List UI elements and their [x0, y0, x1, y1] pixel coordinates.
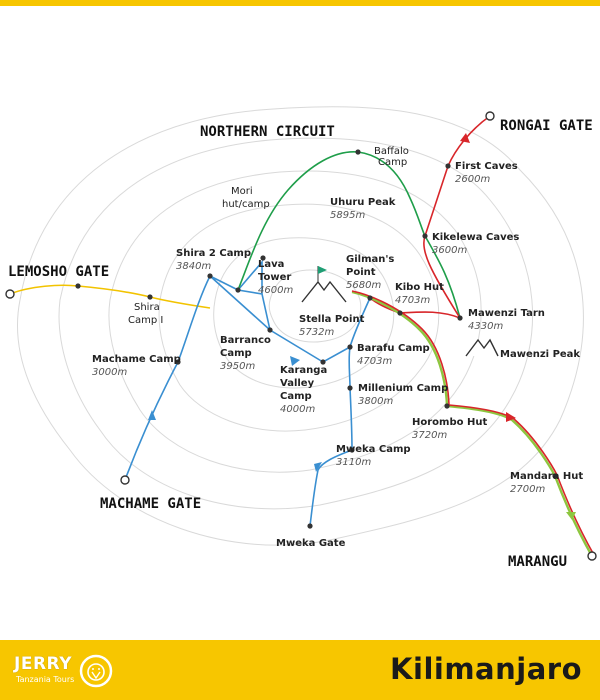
- shira1-label-2: Camp I: [128, 315, 163, 326]
- kibo-hut-alt: 4703m: [395, 295, 430, 306]
- contour-lines: [16, 106, 584, 546]
- barafu-alt: 4703m: [357, 356, 392, 367]
- millenium-label: Millenium Camp: [358, 383, 448, 394]
- footer-title: Kilimanjaro: [390, 652, 582, 686]
- rongai-gate-marker: [485, 111, 495, 121]
- footer-bar: JERRY Tanzania Tours Kilimanjaro: [0, 640, 600, 700]
- shira-network: [209, 259, 351, 363]
- marangu-route-red: [351, 290, 595, 556]
- mandara-label: Mandara Hut: [510, 471, 583, 482]
- marangu-route-green: [351, 290, 594, 557]
- direction-arrows: [148, 133, 576, 520]
- mweka-camp-label: Mweka Camp: [336, 444, 411, 455]
- brand-subtitle: Tanzania Tours: [16, 675, 75, 684]
- barranco-label-2: Camp: [220, 348, 252, 359]
- mawenzi-peak-label: Mawenzi Peak: [500, 349, 580, 360]
- karanga-alt: 4000m: [280, 404, 315, 415]
- barranco-label-1: Barranco: [220, 335, 271, 346]
- stella-point-label: Stella Point: [299, 314, 365, 325]
- mori-camp-label-1: Mori: [231, 186, 253, 197]
- route-map: NORTHERN CIRCUIT LEMOSHO GATE MACHAME GA…: [5, 106, 597, 570]
- mori-camp-label-2: hut/camp: [222, 199, 270, 210]
- mweka-gate-label: Mweka Gate: [276, 538, 346, 549]
- shira2-alt: 3840m: [176, 261, 211, 272]
- gilmans-point-label-2: Point: [346, 267, 376, 278]
- lava-tower-label-1: Lava: [258, 259, 284, 270]
- uhuru-peak-alt: 5895m: [330, 210, 365, 221]
- baffalo-camp-label-1: Baffalo: [374, 146, 409, 157]
- millenium-alt: 3800m: [358, 396, 393, 407]
- kikelewa-caves-label: Kikelewa Caves: [432, 232, 519, 243]
- descent-route: [309, 297, 371, 527]
- northern-circuit-title: NORTHERN CIRCUIT: [200, 124, 335, 140]
- machame-camp-alt: 3000m: [92, 367, 127, 378]
- machame-gate-label: MACHAME GATE: [100, 496, 201, 512]
- gilmans-point-alt: 5680m: [346, 280, 381, 291]
- horombo-label: Horombo Hut: [412, 417, 487, 428]
- uhuru-peak-label: Uhuru Peak: [330, 197, 396, 208]
- mawenzi-tarn-label: Mawenzi Tarn: [468, 308, 545, 319]
- gate-markers: [5, 111, 597, 561]
- mandara-alt: 2700m: [510, 484, 545, 495]
- lemosho-gate-marker: [5, 289, 15, 299]
- kikelewa-caves-alt: 3600m: [432, 245, 467, 256]
- mawenzi-peak-icon: [465, 338, 499, 357]
- mawenzi-tarn-alt: 4330m: [468, 321, 503, 332]
- uhuru-peak-icon: [301, 266, 347, 303]
- brand-name: JERRY: [14, 654, 72, 674]
- shira2-label: Shira 2 Camp: [176, 248, 251, 259]
- baffalo-camp-label-2: Camp: [378, 157, 407, 168]
- marangu-gate-marker: [587, 551, 597, 561]
- mweka-camp-alt: 3110m: [336, 457, 371, 468]
- stella-point-alt: 5732m: [299, 327, 334, 338]
- lemosho-route: [9, 284, 211, 309]
- northern-circuit-route: [237, 151, 461, 319]
- brand-logo[interactable]: JERRY Tanzania Tours: [14, 652, 124, 690]
- shira1-label-1: Shira: [134, 302, 160, 313]
- karanga-label-1: Karanga: [280, 365, 327, 376]
- lava-tower-label-2: Tower: [258, 272, 291, 283]
- machame-camp-label: Machame Camp: [92, 354, 181, 365]
- lion-icon: [79, 654, 113, 688]
- karanga-label-2: Valley: [280, 378, 315, 389]
- gilmans-point-label-1: Gilman's: [346, 254, 394, 265]
- waypoint-dots: [75, 149, 558, 529]
- karanga-label-3: Camp: [280, 391, 312, 402]
- kibo-hut-label: Kibo Hut: [395, 282, 444, 293]
- lava-tower-alt: 4600m: [258, 285, 293, 296]
- horombo-alt: 3720m: [412, 430, 447, 441]
- barafu-label: Barafu Camp: [357, 343, 430, 354]
- barranco-alt: 3950m: [220, 361, 255, 372]
- first-caves-alt: 2600m: [455, 174, 490, 185]
- machame-gate-marker: [120, 475, 130, 485]
- top-accent-bar: [0, 0, 600, 6]
- marangu-gate-label: MARANGU: [508, 554, 567, 570]
- lemosho-gate-label: LEMOSHO GATE: [8, 264, 109, 280]
- first-caves-label: First Caves: [455, 161, 518, 172]
- rongai-gate-label: RONGAI GATE: [500, 118, 593, 134]
